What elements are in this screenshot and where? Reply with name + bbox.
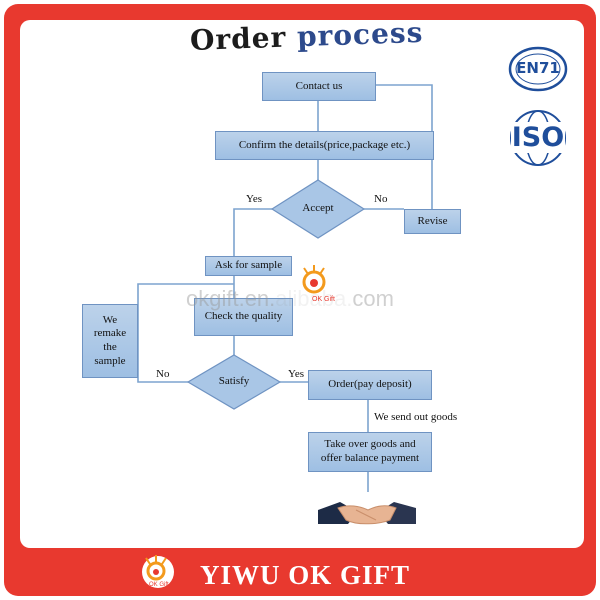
node-confirm-details: Confirm the details(price,package etc.) bbox=[215, 131, 434, 160]
node-check-quality: Check the quality bbox=[194, 298, 293, 336]
edge-label-accept-no: No bbox=[374, 193, 388, 205]
connector-revise-loop bbox=[376, 84, 433, 209]
small-logo bbox=[302, 265, 326, 294]
iso-badge: ISO bbox=[506, 108, 570, 168]
satisfy-diamond bbox=[186, 354, 282, 410]
node-order: Order(pay deposit) bbox=[308, 370, 432, 400]
edge-label-satisfy-yes: Yes bbox=[288, 368, 305, 380]
footer-company-name: YIWU OK GIFT bbox=[200, 560, 411, 590]
node-order-label: Order(pay deposit) bbox=[328, 378, 412, 391]
edge-label-accept-yes: Yes bbox=[246, 193, 263, 205]
node-contact-us-label: Contact us bbox=[295, 79, 343, 92]
node-satisfy: Satisfy bbox=[218, 375, 250, 387]
watermark: okgift.en.alibaba.com bbox=[186, 286, 394, 311]
node-confirm-details-label: Confirm the details(price,package etc.) bbox=[238, 138, 411, 151]
node-revise: Revise bbox=[404, 209, 461, 234]
small-logo-text: OK Gift bbox=[312, 296, 335, 303]
footer-logo-text: OK Gift bbox=[149, 582, 169, 588]
node-remake-sample-label: We remake the sample bbox=[93, 313, 127, 367]
en71-badge-shape bbox=[508, 46, 568, 92]
footer-logo bbox=[142, 555, 174, 588]
connector-satisfy-no bbox=[137, 283, 234, 383]
node-revise-label: Revise bbox=[417, 214, 448, 227]
en71-badge-label: EN71 bbox=[516, 59, 560, 77]
node-check-quality-label: Check the quality bbox=[204, 310, 283, 323]
node-take-over: Take over goods and offer balance paymen… bbox=[308, 432, 432, 472]
edge-label-send-goods: We send out goods bbox=[374, 411, 458, 423]
edge-label-satisfy-no: No bbox=[156, 368, 170, 380]
white-panel bbox=[20, 20, 584, 548]
node-take-over-label: Take over goods and offer balance paymen… bbox=[320, 438, 420, 464]
node-remake-sample: We remake the sample bbox=[82, 304, 138, 378]
connector-accept-yes bbox=[233, 208, 272, 256]
handshake-illustration bbox=[318, 502, 416, 525]
node-contact-us: Contact us bbox=[262, 72, 376, 101]
iso-badge-label: ISO bbox=[506, 122, 570, 153]
accept-diamond bbox=[270, 179, 366, 239]
node-ask-sample-label: Ask for sample bbox=[214, 259, 283, 272]
node-accept: Accept bbox=[302, 202, 334, 214]
node-ask-sample: Ask for sample bbox=[205, 256, 292, 276]
en71-badge: EN71 bbox=[508, 46, 568, 92]
iso-badge-text: ISO bbox=[510, 122, 566, 153]
